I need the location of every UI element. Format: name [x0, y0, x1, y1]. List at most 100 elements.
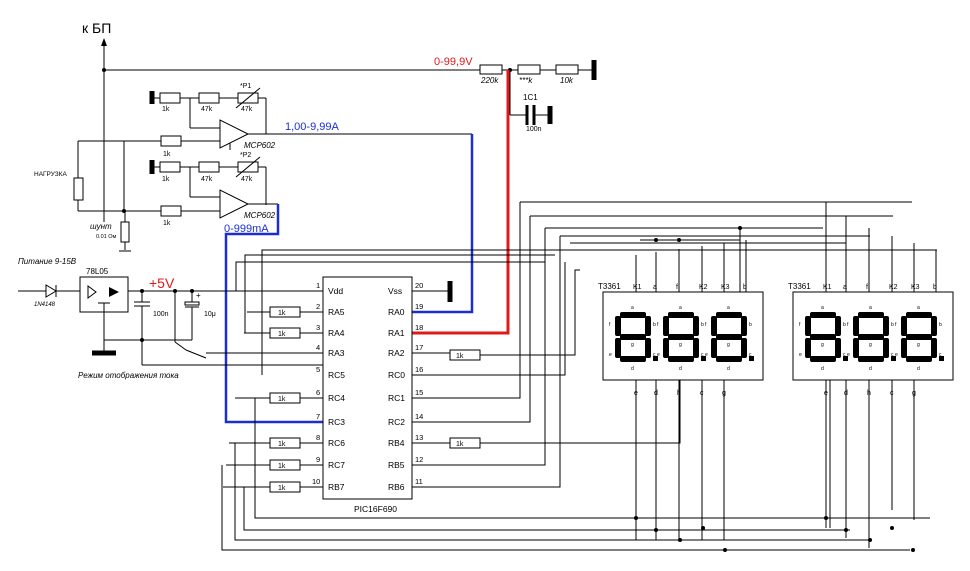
- svg-text:*P1: *P1: [240, 83, 251, 90]
- power-supply-label: к БП: [82, 20, 111, 36]
- display-pin-label: a: [843, 284, 847, 291]
- segment-label: e: [895, 352, 898, 358]
- decimal-point: [843, 356, 848, 361]
- load-resistor: [73, 177, 84, 201]
- segment: [853, 338, 859, 358]
- segment: [805, 338, 811, 358]
- segment: [615, 338, 621, 358]
- display-pin-label: b: [933, 284, 937, 291]
- segment: [931, 316, 937, 336]
- segment: [620, 312, 646, 318]
- pin-resistor-value: 1k: [278, 441, 286, 448]
- pin-resistor-value: 1k: [278, 331, 286, 338]
- display-pin-label: f: [866, 284, 868, 291]
- segment-label: c: [891, 352, 894, 358]
- segment-label: a: [869, 305, 872, 311]
- svg-text:47k: 47k: [241, 176, 253, 183]
- mcu-pin-number: 14: [415, 412, 423, 421]
- decimal-point: [701, 356, 706, 361]
- display-pin-label: K3: [721, 284, 730, 291]
- segment: [906, 312, 932, 318]
- milliamp-range-label: 0-999mA: [224, 223, 269, 235]
- segment-label: e: [705, 352, 708, 358]
- opamp1-r47k: [198, 92, 220, 104]
- mcu-pin-number: 3: [316, 323, 320, 332]
- svg-text:1k: 1k: [456, 353, 464, 360]
- mcu-pin-name: RB5: [388, 460, 405, 470]
- segment: [858, 334, 884, 340]
- segment: [810, 312, 836, 318]
- mcu-pin-number: 20: [415, 281, 423, 290]
- segment: [883, 316, 889, 336]
- display-pin-label: b: [743, 284, 747, 291]
- cap-10u-label: 10μ: [204, 311, 216, 318]
- mcu-pin-number: 11: [415, 477, 423, 486]
- plus5v-label: +5V: [149, 275, 175, 291]
- mcu-pin-number: 16: [415, 365, 423, 374]
- mcu-pin-name: RC6: [328, 438, 345, 448]
- segment-label: a: [631, 305, 634, 311]
- segment: [931, 338, 937, 358]
- ra2-resistor: [449, 349, 481, 361]
- segment-label: d: [679, 366, 682, 372]
- mcu-pin-name: RA5: [328, 307, 345, 317]
- segment-label: f: [609, 322, 611, 328]
- pin-resistor-value: 1k: [278, 463, 286, 470]
- svg-text:47k: 47k: [241, 106, 253, 113]
- display-pin-label: K1: [823, 284, 832, 291]
- segment-label: d: [631, 366, 634, 372]
- segment-label: c: [843, 352, 846, 358]
- segment-label: g: [631, 342, 634, 348]
- svg-text:1k: 1k: [162, 106, 170, 113]
- segment: [741, 338, 747, 358]
- mcu-pin-name: RC7: [328, 460, 345, 470]
- mcu-pin-number: 17: [415, 343, 423, 352]
- load-label: НАГРУЗКА: [34, 171, 67, 178]
- mcu-pin-name: RB7: [328, 482, 345, 492]
- cap-100n-label: 100n: [153, 311, 169, 318]
- segment: [805, 316, 811, 336]
- resistor-220k: [479, 64, 503, 75]
- mcu-pin-name: RC5: [328, 370, 345, 380]
- shunt-label: шунт: [90, 222, 112, 231]
- current-range-label: 1,00-9,99A: [285, 121, 339, 133]
- display-name: T3361: [788, 282, 811, 291]
- segment: [906, 334, 932, 340]
- segment-label: e: [609, 352, 612, 358]
- cap-1c1-value: 100n: [526, 126, 542, 133]
- mcu-pin-number: 9: [316, 455, 320, 464]
- segment-label: f: [895, 322, 897, 328]
- segment: [716, 356, 742, 362]
- segment-label: c: [939, 352, 942, 358]
- resistor-trim-label: ***k: [519, 76, 533, 85]
- mcu-pin-number: 8: [316, 433, 320, 442]
- decimal-point: [749, 356, 754, 361]
- segment: [716, 312, 742, 318]
- mcu-pin-number: 15: [415, 388, 423, 397]
- segment: [810, 356, 836, 362]
- mcu-pin-name: Vdd: [328, 286, 343, 296]
- svg-text:*P2: *P2: [240, 152, 251, 159]
- mcu-pin-name: RC4: [328, 393, 345, 403]
- opamp1-r1k: [159, 92, 181, 104]
- mcu-label: PIC16F690: [354, 504, 397, 514]
- segment: [645, 316, 651, 336]
- segment: [663, 316, 669, 336]
- mcu-pin-number: 10: [312, 477, 320, 486]
- mcu-pin-name: RC3: [328, 417, 345, 427]
- segment-label: b: [749, 322, 752, 328]
- display-pin-label: a: [653, 284, 657, 291]
- segment-label: b: [653, 322, 656, 328]
- decimal-point: [939, 356, 944, 361]
- segment-label: c: [653, 352, 656, 358]
- segment: [620, 334, 646, 340]
- mcu-pin-number: 6: [316, 388, 320, 397]
- resistor-trim: [517, 64, 541, 75]
- display-pin-label: K2: [889, 284, 898, 291]
- rb4-resistor: [449, 437, 481, 449]
- segment-label: d: [869, 366, 872, 372]
- mcu-pin-name: RC1: [388, 393, 405, 403]
